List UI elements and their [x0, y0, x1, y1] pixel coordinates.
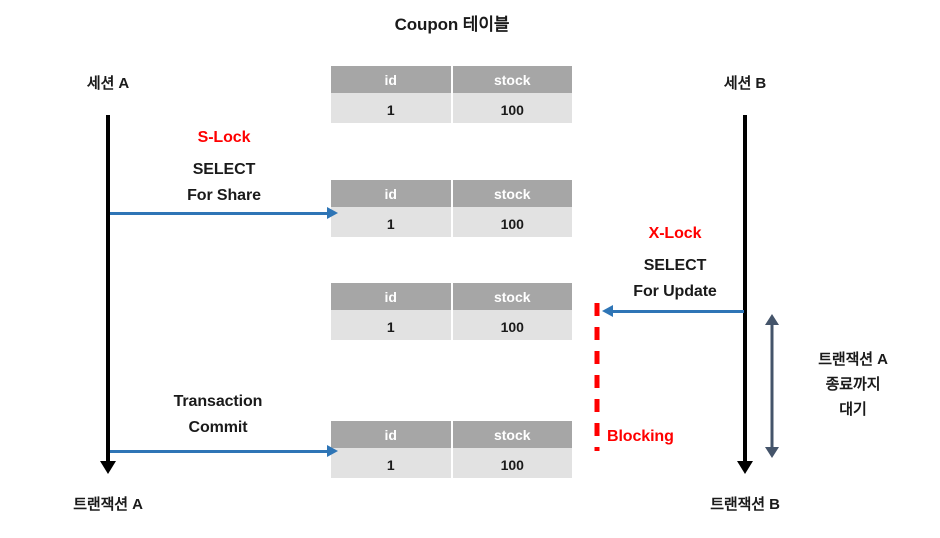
blocking-dashed-line: [594, 303, 600, 451]
table-row-spacer: [331, 448, 572, 451]
cell-id: 1: [331, 210, 453, 237]
x-lock-arrow-head-icon: [602, 305, 613, 317]
table-header-row: id stock: [331, 66, 572, 93]
column-header-id: id: [331, 180, 453, 207]
table-row-spacer: [331, 207, 572, 210]
coupon-table-snapshot-2: id stock 1 100: [331, 180, 572, 237]
table-row: 1 100: [331, 210, 572, 237]
cell-stock: 100: [451, 96, 572, 123]
session-b-lifeline: [743, 115, 747, 463]
x-lock-label: X-Lock: [648, 225, 702, 242]
session-a-lifeline: [106, 115, 110, 463]
cell-stock: 100: [451, 313, 572, 340]
commit-arrow-shaft: [110, 450, 328, 453]
x-lock-statement-line-2: For Update: [633, 283, 717, 300]
s-lock-arrow-head-icon: [327, 207, 338, 219]
commit-arrow-head-icon: [327, 445, 338, 457]
transaction-commit-line-1: Transaction: [173, 393, 263, 410]
column-header-id: id: [331, 283, 453, 310]
wait-arrow-shaft: [770, 323, 774, 449]
wait-note-line-3: 대기: [839, 401, 867, 418]
wait-note-line-1: 트랜잭션 A: [818, 351, 888, 368]
column-header-stock: stock: [451, 421, 572, 448]
transaction-a-footer-label: 트랜잭션 A: [73, 496, 143, 513]
blocking-label: Blocking: [607, 428, 674, 445]
table-header-row: id stock: [331, 421, 572, 448]
coupon-table-snapshot-1: id stock 1 100: [331, 66, 572, 123]
table-header-row: id stock: [331, 283, 572, 310]
column-header-stock: stock: [451, 283, 572, 310]
wait-note-line-2: 종료까지: [825, 376, 881, 393]
transaction-commit-line-2: Commit: [188, 419, 248, 436]
cell-stock: 100: [451, 451, 572, 478]
column-header-id: id: [331, 66, 453, 93]
s-lock-statement-line-1: SELECT: [192, 161, 256, 178]
s-lock-statement-line-2: For Share: [187, 187, 261, 204]
coupon-table-snapshot-3: id stock 1 100: [331, 283, 572, 340]
page-title: Coupon 테이블: [394, 15, 510, 34]
transaction-b-footer-label: 트랜잭션 B: [710, 496, 780, 513]
column-header-stock: stock: [451, 180, 572, 207]
coupon-table-snapshot-4: id stock 1 100: [331, 421, 572, 478]
cell-id: 1: [331, 96, 453, 123]
session-b-lifeline-arrowhead-icon: [737, 461, 753, 474]
table-header-row: id stock: [331, 180, 572, 207]
table-row-spacer: [331, 310, 572, 313]
session-b-header-label: 세션 B: [723, 75, 767, 92]
table-row-spacer: [331, 93, 572, 96]
cell-stock: 100: [451, 210, 572, 237]
session-a-header-label: 세션 A: [86, 75, 130, 92]
x-lock-arrow-shaft: [613, 310, 744, 313]
wait-arrow-head-up-icon: [765, 314, 779, 325]
table-row: 1 100: [331, 313, 572, 340]
wait-arrow-head-down-icon: [765, 447, 779, 458]
cell-id: 1: [331, 313, 453, 340]
table-row: 1 100: [331, 96, 572, 123]
table-row: 1 100: [331, 451, 572, 478]
x-lock-statement-line-1: SELECT: [643, 257, 707, 274]
column-header-stock: stock: [451, 66, 572, 93]
s-lock-arrow-shaft: [110, 212, 328, 215]
column-header-id: id: [331, 421, 453, 448]
s-lock-label: S-Lock: [197, 129, 251, 146]
cell-id: 1: [331, 451, 453, 478]
session-a-lifeline-arrowhead-icon: [100, 461, 116, 474]
